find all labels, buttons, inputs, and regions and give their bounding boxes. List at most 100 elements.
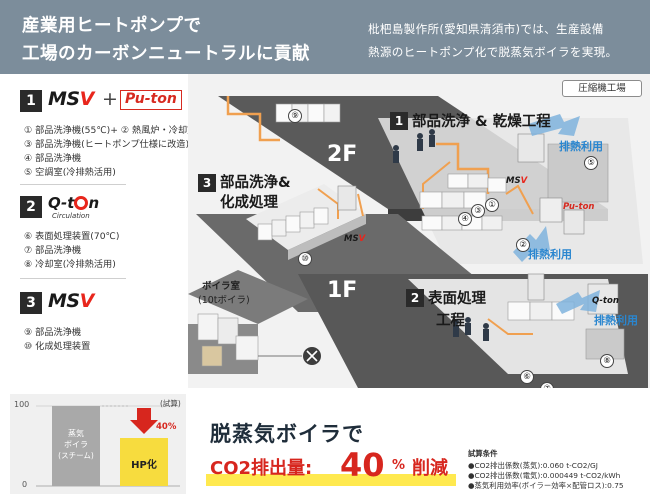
section-2-item-3: ⑧ 冷却室(冷排熱活用) bbox=[24, 259, 116, 270]
callout-2-number: 2 bbox=[406, 289, 424, 307]
floor-label-1f: 1F bbox=[327, 278, 358, 303]
equipment-9 bbox=[275, 103, 341, 123]
condition-electric-factor: ●CO2排出係数(電気):0.000449 t-CO2/kWh bbox=[468, 471, 621, 480]
result-percent-sign: % bbox=[392, 458, 406, 473]
equipment-number-9: ⑨ bbox=[288, 109, 302, 123]
abolished-x-mark bbox=[306, 350, 318, 362]
title-line-2: 工場のカーボンニュートラルに貢献 bbox=[22, 44, 310, 64]
equipment-number-8: ⑧ bbox=[600, 354, 614, 368]
description-line-1: 枇杷島製作所(愛知県清須市)では、生産設備 bbox=[368, 22, 604, 36]
heat-pump-unit bbox=[563, 209, 585, 235]
equipment-10 bbox=[257, 207, 329, 241]
reduction-arrow bbox=[130, 408, 158, 434]
equipment-number-2: ② bbox=[516, 238, 530, 252]
section-2-number: 2 bbox=[20, 196, 42, 218]
callout-2-label-line-1: 表面処理 bbox=[428, 291, 486, 307]
co2-comparison-chart: 100 0 蒸気 ボイラ (スチーム) HP化 40% (試算) bbox=[10, 394, 186, 494]
plus-sign: + bbox=[102, 88, 118, 110]
heat-use-label-3: 排熱利用 bbox=[594, 314, 638, 327]
condition-steam-efficiency: ●蒸気利用効率(ボイラー効率×配管ロス):0.75 bbox=[468, 481, 624, 490]
equipment-number-4: ④ bbox=[458, 212, 472, 226]
msv-logo: MSV bbox=[48, 88, 94, 110]
section-1-number: 1 bbox=[20, 90, 42, 112]
section-3-item-1: ⑨ 部品洗浄機 bbox=[24, 327, 82, 338]
qton-mini-logo: Q-ton bbox=[592, 296, 619, 306]
heat-pipe bbox=[357, 193, 364, 217]
system-legend-panel: 1 MSV + Pu-ton ① 部品洗浄機(55℃)+ ② 熱風炉・冷却室 ③… bbox=[0, 74, 196, 388]
boiler-room-label: ボイラ室 bbox=[202, 281, 241, 292]
reduction-label: 40% bbox=[156, 422, 177, 432]
description-line-2: 熱源のヒートポンプ化で脱蒸気ボイラを実現。 bbox=[368, 45, 618, 59]
factory-isometric-diagram: 圧縮機工場 2F 1F 1 部品洗浄 & 乾燥工程 3 部品洗浄& 化成処理 2… bbox=[188, 74, 650, 388]
conditions-title: 試算条件 bbox=[468, 449, 498, 458]
callout-1-number: 1 bbox=[390, 112, 408, 130]
equipment-number-10: ⑩ bbox=[298, 252, 312, 266]
result-title: 脱蒸気ボイラで bbox=[210, 422, 364, 446]
comparison-chart-svg bbox=[10, 394, 186, 494]
section-1-item-1: ① 部品洗浄機(55℃)+ ② 熱風炉・冷却室 bbox=[24, 125, 197, 136]
boiler-capacity-label: (10tボイラ) bbox=[198, 295, 250, 306]
equipment-section-1 bbox=[419, 173, 507, 231]
condition-steam-factor: ●CO2排出係数(蒸気):0.060 t-CO2/GJ bbox=[468, 461, 598, 470]
puton-unit bbox=[539, 197, 563, 223]
section-1-item-4: ⑤ 空調室(冷排熱活用) bbox=[24, 167, 116, 178]
result-reduction-word: 削減 bbox=[412, 458, 448, 479]
section-3-platform-side bbox=[288, 214, 366, 260]
heat-use-arrow bbox=[528, 114, 580, 136]
section-1-item-2: ③ 部品洗浄機(ヒートポンプ仕様に改造) bbox=[24, 139, 190, 150]
heat-pump-unit bbox=[337, 185, 357, 211]
section-2-item-2: ⑦ 部品洗浄機 bbox=[24, 245, 82, 256]
factory-illustration bbox=[188, 96, 648, 388]
header-banner: 産業用ヒートポンプで 工場のカーボンニュートラルに貢献 枇杷島製作所(愛知県清須… bbox=[0, 0, 650, 74]
msv-logo: MSV bbox=[48, 290, 94, 312]
heat-pump-bar bbox=[120, 438, 168, 486]
boiler-room-wall bbox=[188, 270, 308, 324]
heat-use-label-1: 排熱利用 bbox=[559, 140, 603, 153]
heat-pipe bbox=[226, 96, 280, 142]
equipment-number-1: ① bbox=[485, 198, 499, 212]
result-highlight-bar bbox=[206, 474, 456, 486]
callout-1-label: 部品洗浄 & 乾燥工程 bbox=[412, 114, 551, 130]
steam-bar-label-2: ボイラ bbox=[64, 440, 88, 449]
steam-bar-label-1: 蒸気 bbox=[68, 429, 84, 438]
trial-label: (試算) bbox=[160, 399, 181, 408]
worker-figures bbox=[393, 129, 489, 341]
plant-name-tag: 圧縮機工場 bbox=[562, 80, 642, 97]
msv-mini-logo: MSV bbox=[344, 234, 366, 244]
msv-mini-logo: MSV bbox=[506, 176, 528, 186]
floor-label-2f: 2F bbox=[327, 142, 358, 167]
heat-use-arrow bbox=[513, 226, 550, 262]
callout-3-number: 3 bbox=[198, 174, 216, 192]
heat-pump-unit bbox=[517, 133, 545, 163]
equipment-number-5: ⑤ bbox=[584, 156, 598, 170]
section-1-item-3: ④ 部品洗浄機 bbox=[24, 153, 82, 164]
heat-use-label-2: 排熱利用 bbox=[528, 248, 572, 261]
puton-logo: Pu-ton bbox=[120, 90, 182, 110]
equipment-number-3: ③ bbox=[471, 204, 485, 218]
heat-pipe bbox=[505, 184, 534, 215]
steam-bar-label-3: (スチーム) bbox=[58, 451, 94, 460]
callout-2-label-line-2: 工程 bbox=[436, 313, 465, 329]
steam-boiler-equipment bbox=[197, 313, 259, 367]
divider bbox=[20, 184, 126, 185]
equipment-number-6: ⑥ bbox=[520, 370, 534, 384]
title-line-1: 産業用ヒートポンプで bbox=[22, 16, 202, 36]
result-co2-label: CO2排出量: bbox=[210, 458, 313, 479]
qton-circulation-label: Circulation bbox=[52, 212, 90, 220]
heat-use-arrow bbox=[556, 290, 600, 314]
hp-bar-label: HP化 bbox=[131, 460, 157, 471]
section-3-number: 3 bbox=[20, 292, 42, 314]
puton-mini-logo: Pu-ton bbox=[563, 202, 595, 212]
chart-axis-top-label: 100 bbox=[14, 400, 30, 409]
steam-boiler-bar bbox=[52, 406, 100, 486]
result-section: 100 0 蒸気 ボイラ (スチーム) HP化 40% (試算) 脱蒸気ボイラで… bbox=[0, 388, 650, 500]
heat-pipe bbox=[487, 318, 533, 335]
callout-3-label-line-2: 化成処理 bbox=[220, 195, 278, 211]
result-reduction-value: 40 bbox=[340, 446, 385, 484]
callout-3-label-line-1: 部品洗浄& bbox=[220, 175, 291, 191]
section-3-item-2: ⑩ 化成処理装置 bbox=[24, 341, 91, 352]
section-2-item-1: ⑥ 表面処理装置(70℃) bbox=[24, 231, 120, 242]
divider bbox=[20, 278, 126, 279]
chart-axis-bottom-label: 0 bbox=[22, 480, 28, 489]
